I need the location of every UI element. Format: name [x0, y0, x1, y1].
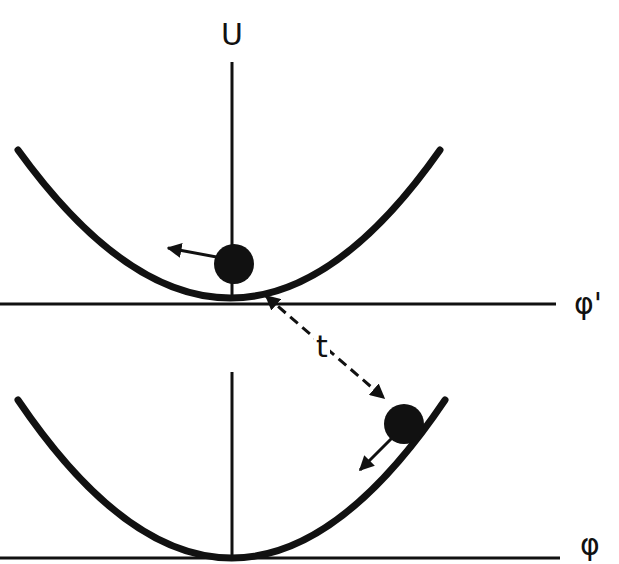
axis-line: [231, 372, 234, 556]
axis-label: φ': [572, 287, 604, 320]
particle: [214, 244, 254, 284]
axis-line: [0, 303, 556, 306]
transition-arrow: [266, 296, 384, 398]
axis-label: φ: [578, 528, 602, 561]
axis-line: [0, 557, 560, 560]
particle: [384, 404, 424, 444]
velocity-arrow: [360, 438, 392, 470]
axis-label: U: [219, 18, 245, 51]
time-label: t: [314, 330, 330, 363]
velocity-arrow: [168, 248, 222, 258]
potential-curve: [18, 400, 445, 558]
potential-curve: [18, 150, 440, 298]
